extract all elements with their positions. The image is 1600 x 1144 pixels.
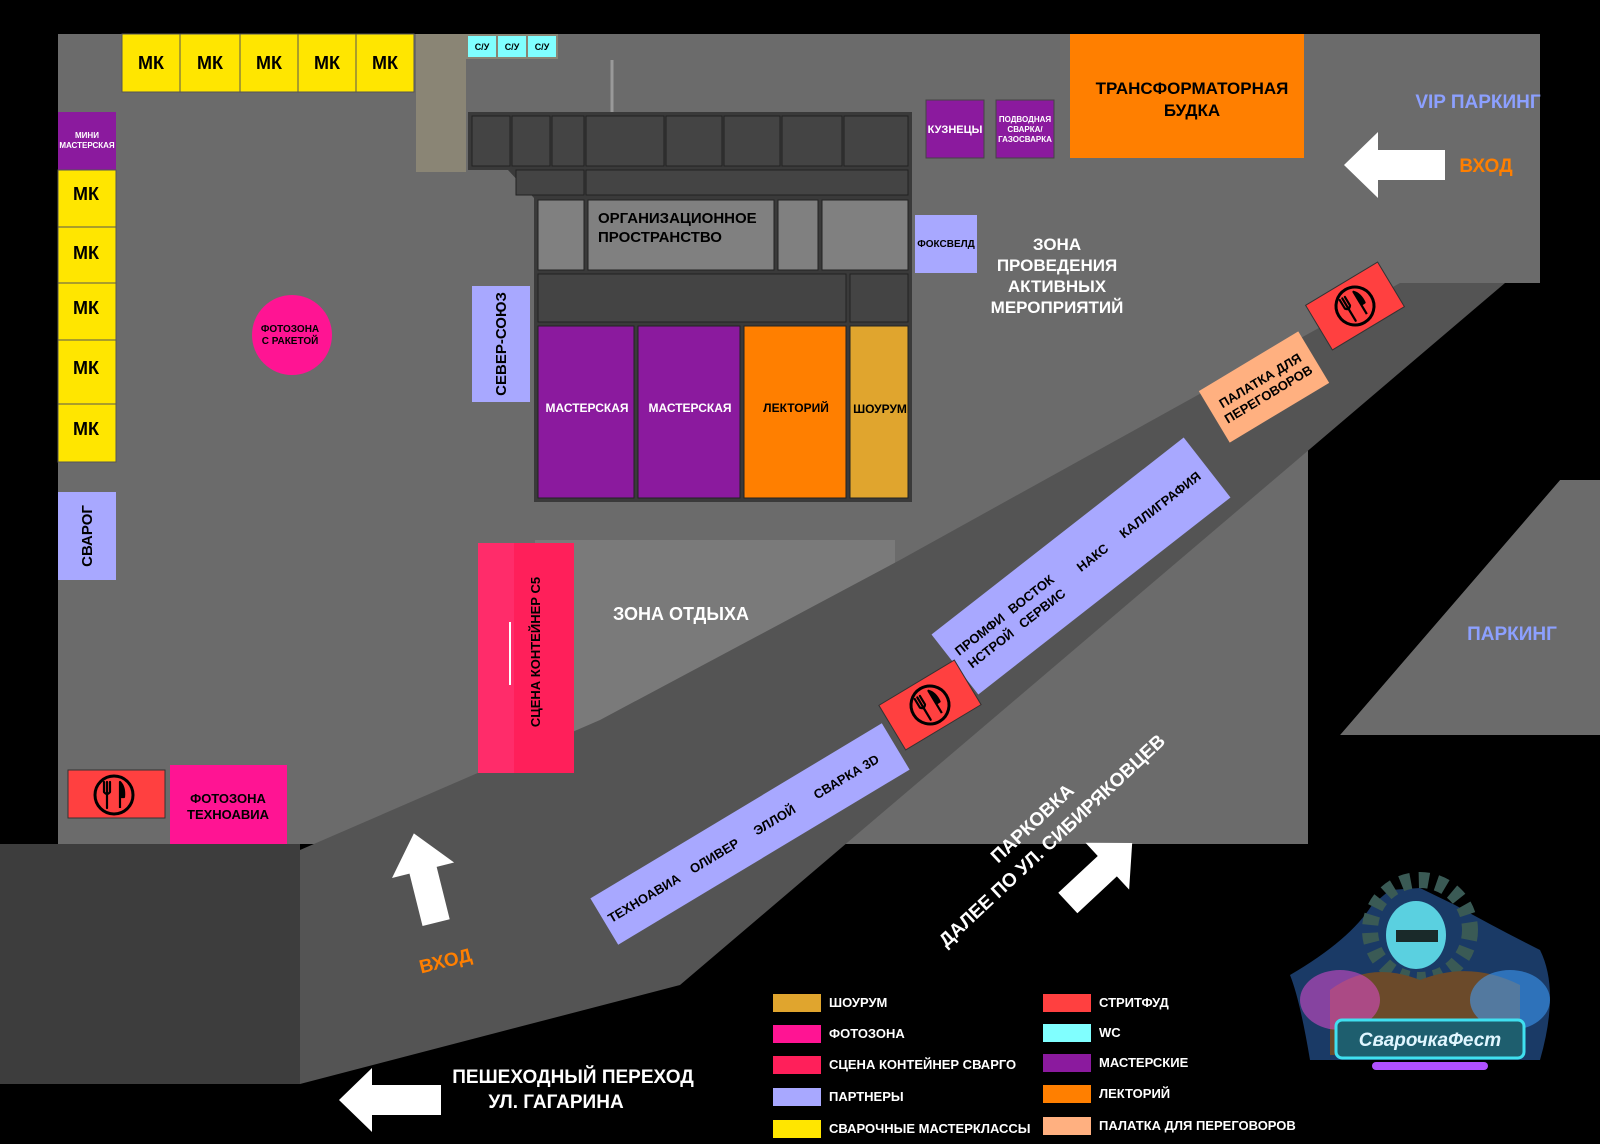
- mk-left-2: МК: [73, 243, 100, 263]
- legend-label-photozone: ФОТОЗОНА: [829, 1026, 905, 1041]
- lectures-label: ЛЕКТОРИЙ: [763, 400, 829, 415]
- partners-upper-strip: ПРОМФИ НСТРОЙ ВОСТОК СЕРВИС НАКС КАЛЛИГР…: [931, 437, 1231, 695]
- entrance-arrow-right: [1344, 132, 1445, 198]
- mk-left-5: МК: [73, 419, 100, 439]
- svarog-label: СВАРОГ: [79, 505, 96, 567]
- gagarin-street-label: УЛ. ГАГАРИНА: [488, 1092, 624, 1113]
- legend-swatch-masterclasses: [773, 1120, 821, 1138]
- main-building: [468, 112, 912, 502]
- foxweld-booth: [915, 215, 977, 273]
- legend-label-negotiation: ПАЛАТКА ДЛЯ ПЕРЕГОВОРОВ: [1099, 1118, 1296, 1133]
- legend-label-stage: СЦЕНА КОНТЕЙНЕР СВАРГО: [829, 1057, 1017, 1072]
- legend-label-workshops: МАСТЕРСКИЕ: [1099, 1055, 1189, 1070]
- foxweld-label: ФОКСВЕЛД: [917, 239, 975, 250]
- streetfood-middle: [878, 659, 982, 751]
- mk-top-3: МК: [256, 53, 283, 73]
- streetfood-left: [67, 769, 166, 819]
- mk-top-row: МК МК МК МК МК: [121, 33, 415, 93]
- showroom: [849, 325, 909, 499]
- sever-soyuz-label: СЕВЕР-СОЮЗ: [493, 292, 510, 396]
- transformer-booth: [1070, 34, 1304, 158]
- lectures-hall: [743, 325, 847, 499]
- stage-container-label: СЦЕНА КОНТЕЙНЕР С5: [528, 577, 543, 727]
- wc-label-2: С/У: [505, 42, 520, 52]
- logo-text: СварочкаФест: [1359, 1030, 1501, 1051]
- blacksmiths-booth: [925, 99, 985, 159]
- legend-label-lectures: ЛЕКТОРИЙ: [1099, 1086, 1171, 1101]
- wc-block: [498, 36, 526, 57]
- entrance-right-label: ВХОД: [1459, 156, 1513, 177]
- legend-swatch-streetfood: [1043, 994, 1091, 1012]
- wc-block: [468, 36, 496, 57]
- legend-swatch-stage: [773, 1056, 821, 1074]
- workshop-2-label: МАСТЕРСКАЯ: [648, 401, 731, 415]
- negotiation-tent: ПАЛАТКА ДЛЯПЕРЕГОВОРОВ: [1198, 331, 1330, 443]
- wc-label-1: С/У: [475, 42, 490, 52]
- legend-swatch-partners: [773, 1088, 821, 1106]
- legend-swatch-negotiation: [1043, 1117, 1091, 1135]
- workshop-1-label: МАСТЕРСКАЯ: [545, 401, 628, 415]
- wc-block: [528, 36, 556, 57]
- festival-logo: СварочкаФест: [1290, 872, 1550, 1070]
- legend-swatch-wc: [1043, 1024, 1091, 1042]
- mk-left-3: МК: [73, 298, 100, 318]
- vip-parking-label: VIP ПАРКИНГ: [1415, 92, 1541, 113]
- blacksmiths-label: КУЗНЕЦЫ: [928, 124, 983, 136]
- legend-swatch-showroom: [773, 994, 821, 1012]
- legend-label-streetfood: СТРИТФУД: [1099, 995, 1169, 1010]
- mk-left-4: МК: [73, 358, 100, 378]
- sever-soyuz-booth: [472, 286, 530, 402]
- mk-left-1: МК: [73, 184, 100, 204]
- mini-workshop: [58, 112, 116, 170]
- mk-left-column: МК МК МК МК МК: [57, 169, 117, 463]
- streetfood-top: [1304, 261, 1406, 351]
- photozone-technoavia: [170, 765, 287, 844]
- pedestrian-arrow: [339, 1068, 441, 1132]
- parking-label: ПАРКИНГ: [1467, 624, 1557, 645]
- mk-top-5: МК: [372, 53, 399, 73]
- legend-swatch-photozone: [773, 1025, 821, 1043]
- pedestrian-crossing-label: ПЕШЕХОДНЫЙ ПЕРЕХОД: [452, 1066, 694, 1088]
- parking-arrow: [1058, 842, 1133, 914]
- rest-zone-label: ЗОНА ОТДЫХА: [613, 604, 749, 624]
- showroom-label: ШОУРУМ: [853, 402, 907, 416]
- legend-swatch-workshops: [1043, 1054, 1091, 1072]
- underwater-welding-booth: [995, 99, 1055, 159]
- legend-label-wc: WC: [1099, 1025, 1121, 1040]
- legend-label-partners: ПАРТНЕРЫ: [829, 1089, 904, 1104]
- mk-top-4: МК: [314, 53, 341, 73]
- legend-label-showroom: ШОУРУМ: [829, 995, 888, 1010]
- legend-swatch-lectures: [1043, 1085, 1091, 1103]
- workshop-2: [637, 325, 741, 499]
- svarog-booth: [58, 492, 116, 580]
- mk-top-2: МК: [197, 53, 224, 73]
- wc-label-3: С/У: [535, 42, 550, 52]
- corner-block: [0, 844, 300, 1084]
- workshop-1: [537, 325, 635, 499]
- mk-top-1: МК: [138, 53, 165, 73]
- photozone-rocket: [252, 295, 332, 375]
- parking-area: [1340, 480, 1600, 735]
- legend-label-masterclasses: СВАРОЧНЫЕ МАСТЕРКЛАССЫ: [829, 1121, 1031, 1136]
- entrance-arrow-bottom: [392, 833, 455, 927]
